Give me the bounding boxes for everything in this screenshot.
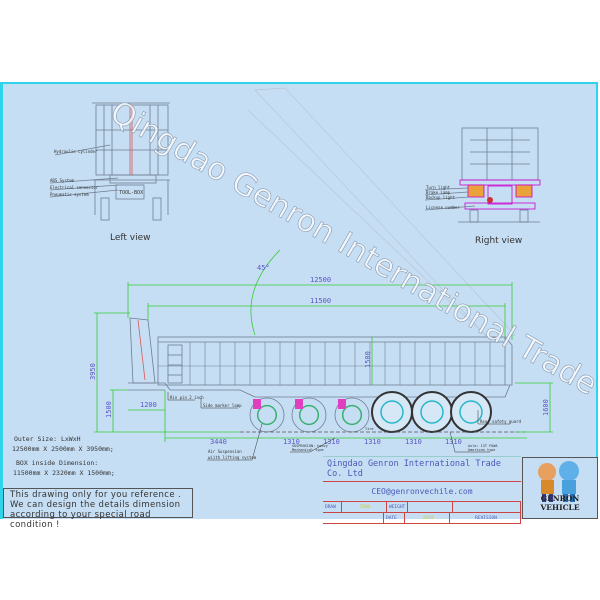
right-view-title: Right view [475,236,522,246]
watermark: Qingdao Genron International Trade Co.,L… [104,94,600,462]
weight-value [408,502,453,512]
label-air-suspension: Air Suspension [208,449,242,454]
label-license-number: License number [426,205,460,210]
title-block: Qingdao Genron International Trade Co. L… [323,456,521,524]
label-suspension-type: Mechanical type [292,448,324,452]
draw-label: DRAW [323,502,342,512]
dim-front-to-axle: 3440 [210,438,227,446]
note-line: according to your special road condition… [10,510,151,530]
dim-axle-spacing: 1310 [445,438,462,446]
wheel [371,391,413,433]
date-value: 2020 [405,513,450,523]
wheel [249,397,285,433]
label-backup-light: Backup light [426,195,455,200]
dim-box-length: 11500 [310,297,331,305]
label-hydraulic-cylinder: Hydraulic cylinder [54,149,98,154]
tipping-angle-arc [250,249,281,336]
label-side-marker: Side marker lamp [203,403,242,408]
tipping-angle: 45° [257,264,270,272]
dim-deck-height: 1500 [105,401,113,418]
company-name: Qingdao Genron International Trade Co. L… [323,456,521,482]
dim-overall-height: 3950 [89,363,97,380]
dim-box-height: 1500 [364,351,372,368]
wheel [411,391,453,433]
dim-overall-length: 12500 [310,276,331,284]
reference-note: This drawing only for you reference . We… [3,488,193,530]
left-view-title: Left view [110,233,151,243]
outer-size-label: Outer Size: LxWxH [14,435,81,443]
label-rear-guard: Rear safety guard [480,419,522,424]
label-axle-type: American type [468,448,495,452]
wheel [291,397,327,433]
weight-label: WEIGHT [387,502,408,512]
side-view [128,317,513,398]
label-king-pin: Kin pin 2 inch [170,395,204,400]
label-brake-lamp: Brake Lamp [426,190,451,195]
dim-axle-spacing: 1310 [323,438,340,446]
wheels [249,391,492,433]
note-line: We can design the details dimension [10,500,181,510]
label-suspension: SUSPENSION: heavy [292,444,328,448]
label-axle: Axle: 13T FUWA [468,444,498,448]
blank-cell [323,513,384,523]
left-view [49,102,170,221]
drawing-sheet [0,82,598,519]
draw-value: TONG [342,502,387,512]
dim-axle-spacing: 1310 [283,438,300,446]
tipped-box-outline [247,87,516,341]
label-electrical-connector: Electrical connector [50,185,99,190]
dim-rear-height: 1600 [542,399,550,416]
label-tire: Tire [365,427,373,431]
dim-kingpin-offset: 1200 [140,401,157,409]
wheel [450,391,492,433]
note-line: This drawing only for you reference . [10,490,182,500]
dim-axle-spacing: 1310 [405,438,422,446]
box-ribs [158,342,505,385]
dim-axle-spacing: 1310 [364,438,381,446]
box-dimension-label: BOX inside Dimension: [16,459,98,467]
genron-logo: GENRON VEHICLE [522,457,598,519]
company-email: CEO@genronvechile.com [323,482,521,502]
logo-text: GENRON VEHICLE [540,494,580,512]
dimension-lines [94,282,553,442]
label-abs-system: ABS System [50,178,75,183]
wheel [334,397,370,433]
title-block-row: DATE 2020 REVISION [323,513,521,524]
toolbox-plate: TOOL-BOX [119,190,143,196]
right-view [424,127,541,223]
label-turn-light: Turn light [426,185,451,190]
label-pneumatic-system: Pneumatic system [50,192,89,197]
title-block-row: DRAW TONG WEIGHT [323,502,521,513]
outer-size-value: 12500mm X 2500mm X 3950mm; [12,445,114,453]
mascot-icon [538,461,579,502]
label-lifting-system: wiith lifting system [208,455,257,460]
blank-cell [453,502,521,512]
revision-label: REVISION [450,513,521,523]
box-dimension-value: 11500mm X 2320mm X 1500mm; [13,469,115,477]
date-label: DATE [384,513,405,523]
